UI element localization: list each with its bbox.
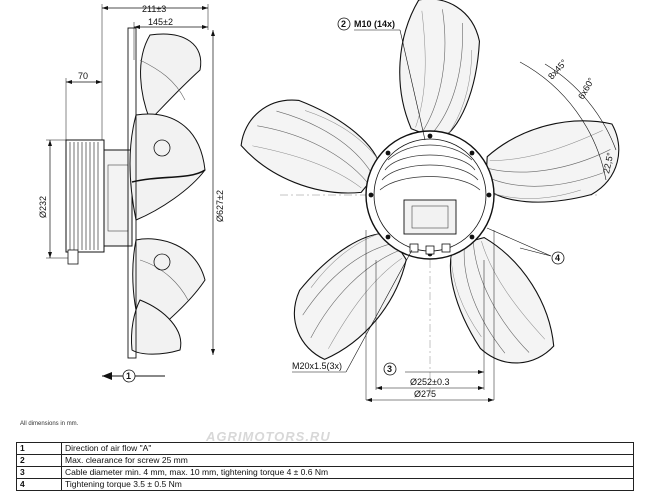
motor-hub <box>365 130 495 260</box>
callout-2: 2 <box>341 19 346 29</box>
units-note: All dimensions in mm. <box>20 421 79 427</box>
legend-row: 2 Max. clearance for screw 25 mm <box>16 454 634 467</box>
dim-motor-diameter: Ø232 <box>38 196 48 218</box>
front-view: 2 M10 (14x) 8x45° 6x60° 22,5° 4 3 Ø252±0… <box>233 0 626 402</box>
dim-angle-3: 22,5° <box>601 151 615 174</box>
callout-3: 3 <box>387 364 392 374</box>
legend-text: Direction of air flow "A" <box>61 442 634 455</box>
legend-num: 3 <box>16 466 62 479</box>
dim-cable-gland: M20x1.5(3x) <box>292 361 342 371</box>
technical-drawing: 211±3 145±2 70 Ø232 Ø627±2 <box>38 0 626 402</box>
dim-blade-width: 145±2 <box>148 17 173 27</box>
watermark: AGRIMOTORS.RU <box>206 429 331 444</box>
dim-motor-offset: 70 <box>78 71 88 81</box>
legend-row: 1 Direction of air flow "A" <box>16 442 634 455</box>
legend-text: Tightening torque 3.5 ± 0.5 Nm <box>61 478 634 491</box>
callout-4: 4 <box>555 253 560 263</box>
dim-total-width: 211±3 <box>142 4 166 14</box>
callout-1: 1 <box>126 371 131 381</box>
legend-num: 1 <box>16 442 62 455</box>
legend-row: 4 Tightening torque 3.5 ± 0.5 Nm <box>16 478 634 491</box>
legend-text: Max. clearance for screw 25 mm <box>61 454 634 467</box>
legend-row: 3 Cable diameter min. 4 mm, max. 10 mm, … <box>16 466 634 479</box>
dim-outer: Ø275 <box>414 389 436 399</box>
dim-bolt-circle: Ø252±0.3 <box>410 377 449 387</box>
side-view: 211±3 145±2 70 Ø232 Ø627±2 <box>38 4 225 383</box>
dim-fan-diameter: Ø627±2 <box>215 190 225 222</box>
dim-bolt-thread: M10 (14x) <box>354 19 395 29</box>
dim-angle-1: 8x45° <box>546 57 569 81</box>
legend-num: 2 <box>16 454 62 467</box>
legend-table: 1 Direction of air flow "A" 2 Max. clear… <box>16 442 634 491</box>
legend-text: Cable diameter min. 4 mm, max. 10 mm, ti… <box>61 466 634 479</box>
dim-angle-2: 6x60° <box>576 76 596 101</box>
legend-num: 4 <box>16 478 62 491</box>
